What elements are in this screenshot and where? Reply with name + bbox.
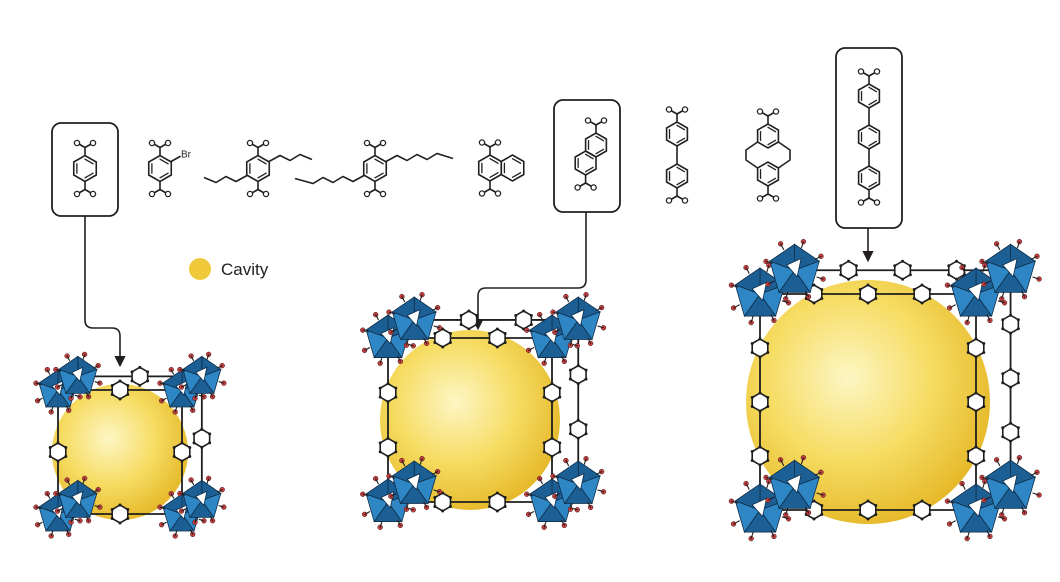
metal-cluster xyxy=(386,456,443,512)
framework-small xyxy=(33,351,227,539)
linker-strut xyxy=(388,491,552,513)
metal-cluster xyxy=(763,239,826,302)
linker-terphenyl-dicarboxylate xyxy=(857,68,881,206)
linker-biphenyl-dicarboxylate xyxy=(665,106,689,204)
legend-cavity-swatch xyxy=(189,258,211,280)
metal-cluster xyxy=(550,456,607,512)
legend-cavity-label: Cavity xyxy=(221,260,269,279)
metal-cluster xyxy=(763,455,826,518)
bromo-label: Br xyxy=(181,150,192,161)
arrow-medium xyxy=(472,212,587,331)
metal-cluster xyxy=(177,475,227,525)
framework-medium xyxy=(360,292,607,530)
linker-highlight-box xyxy=(51,122,119,217)
cavity-sphere xyxy=(380,330,560,510)
metal-cluster xyxy=(979,455,1042,518)
linker-strut xyxy=(794,259,1011,281)
legend: Cavity xyxy=(189,258,269,280)
framework-row xyxy=(33,239,1042,542)
linker-bromo-terephthalate: Br xyxy=(147,139,192,198)
linker-highlight-box xyxy=(553,99,621,213)
linker-dipropoxy-terephthalate xyxy=(203,139,313,198)
linker-naphthalene-2-6-dicarboxylate xyxy=(574,117,608,191)
linker-arrows xyxy=(84,212,874,368)
cavity-sphere xyxy=(746,280,990,524)
linker-dipentoxy-terephthalate xyxy=(294,139,454,198)
linker-tetrahydropyrene-dicarboxylate xyxy=(745,108,791,202)
linker-row: Br xyxy=(51,47,903,229)
linker-strut xyxy=(750,294,770,510)
arrow-small xyxy=(84,216,126,368)
metal-cluster xyxy=(979,239,1042,302)
metal-cluster xyxy=(53,351,103,401)
linker-strut xyxy=(542,338,562,502)
metal-cluster xyxy=(33,365,83,415)
linker-naphthalene-1-4-dicarboxylate xyxy=(477,139,525,197)
linker-highlight-box xyxy=(835,47,903,229)
linker-strut xyxy=(966,294,986,510)
linker-strut xyxy=(1001,270,1020,487)
framework-large xyxy=(728,239,1042,542)
metal-cluster xyxy=(53,475,103,525)
metal-cluster xyxy=(177,351,227,401)
metal-cluster xyxy=(550,292,607,348)
metal-cluster xyxy=(386,292,443,348)
metal-cluster xyxy=(524,310,580,366)
linker-terephthalate xyxy=(72,139,98,198)
